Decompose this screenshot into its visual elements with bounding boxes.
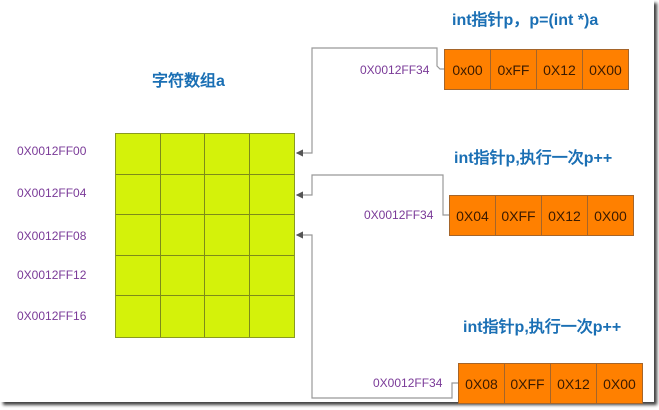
pointer-2-title: int指针p,执行一次p++ xyxy=(454,150,613,167)
array-cell-r2-c1 xyxy=(160,215,205,256)
pointer-3-int-box: 0X08 0XFF 0X12 0X00 xyxy=(458,363,643,404)
array-cell-r4-c0 xyxy=(116,296,161,337)
array-cell-r1-c0 xyxy=(116,174,161,216)
array-address-row-2: 0X0012FF08 xyxy=(17,229,87,243)
pointer-2-byte-1: 0XFF xyxy=(496,196,542,235)
pointer-3-address: 0X0012FF34 xyxy=(373,376,443,390)
pointer-2-byte-2: 0X12 xyxy=(542,196,588,235)
array-cell-r3-c0 xyxy=(116,255,161,297)
pointer-2-byte-0: 0X04 xyxy=(450,196,496,235)
array-cell-r1-c2 xyxy=(205,174,250,216)
array-cell-r2-c3 xyxy=(249,215,294,256)
array-address-row-3: 0X0012FF12 xyxy=(17,268,87,282)
array-title: 字符数组a xyxy=(152,73,225,90)
char-array-grid xyxy=(115,133,295,338)
pointer-1-byte-1: 0xFF xyxy=(491,50,537,89)
array-cell-r4-c3 xyxy=(249,296,294,337)
pointer-3-byte-2: 0X12 xyxy=(551,364,597,403)
array-cell-r1-c1 xyxy=(160,174,205,216)
diagram-canvas: 字符数组a 0X0012FF00 0X0012FF04 0X0012FF08 0… xyxy=(17,12,643,404)
pointer-3-title: int指针p,执行一次p++ xyxy=(463,319,622,336)
pointer-2-int-box: 0X04 0XFF 0X12 0X00 xyxy=(449,195,634,236)
array-cell-r0-c3 xyxy=(249,134,294,175)
array-cell-r0-c1 xyxy=(160,134,205,175)
array-cell-r0-c0 xyxy=(116,134,161,175)
array-cell-r0-c2 xyxy=(205,134,250,175)
pointer-1-title: int指针p，p=(int *)a xyxy=(452,12,599,29)
pointer-1-int-box: 0x00 0xFF 0X12 0X00 xyxy=(444,49,629,90)
array-address-row-0: 0X0012FF00 xyxy=(17,144,87,158)
array-address-row-1: 0X0012FF04 xyxy=(17,186,87,200)
pointer-2-byte-3: 0X00 xyxy=(594,207,627,224)
connector-pointer-3 xyxy=(295,231,458,399)
pointer-3-byte-0: 0X08 xyxy=(459,364,505,403)
array-cell-r4-c2 xyxy=(205,296,250,337)
pointer-3-byte-1: 0XFF xyxy=(505,364,551,403)
array-address-row-4: 0X0012FF16 xyxy=(17,309,87,323)
pointer-2-address: 0X0012FF34 xyxy=(364,208,434,222)
pointer-1-byte-3: 0X00 xyxy=(589,61,622,78)
array-cell-r4-c1 xyxy=(160,296,205,337)
array-cell-r3-c1 xyxy=(160,255,205,297)
array-cell-r3-c2 xyxy=(205,255,250,297)
array-cell-r1-c3 xyxy=(249,174,294,216)
pointer-3-byte-3: 0X00 xyxy=(603,375,636,392)
pointer-1-byte-0: 0x00 xyxy=(445,50,491,89)
array-cell-r3-c3 xyxy=(249,255,294,297)
array-cell-r2-c0 xyxy=(116,215,161,256)
pointer-1-byte-2: 0X12 xyxy=(537,50,583,89)
pointer-1-address: 0X0012FF34 xyxy=(360,63,430,77)
array-cell-r2-c2 xyxy=(205,215,250,256)
